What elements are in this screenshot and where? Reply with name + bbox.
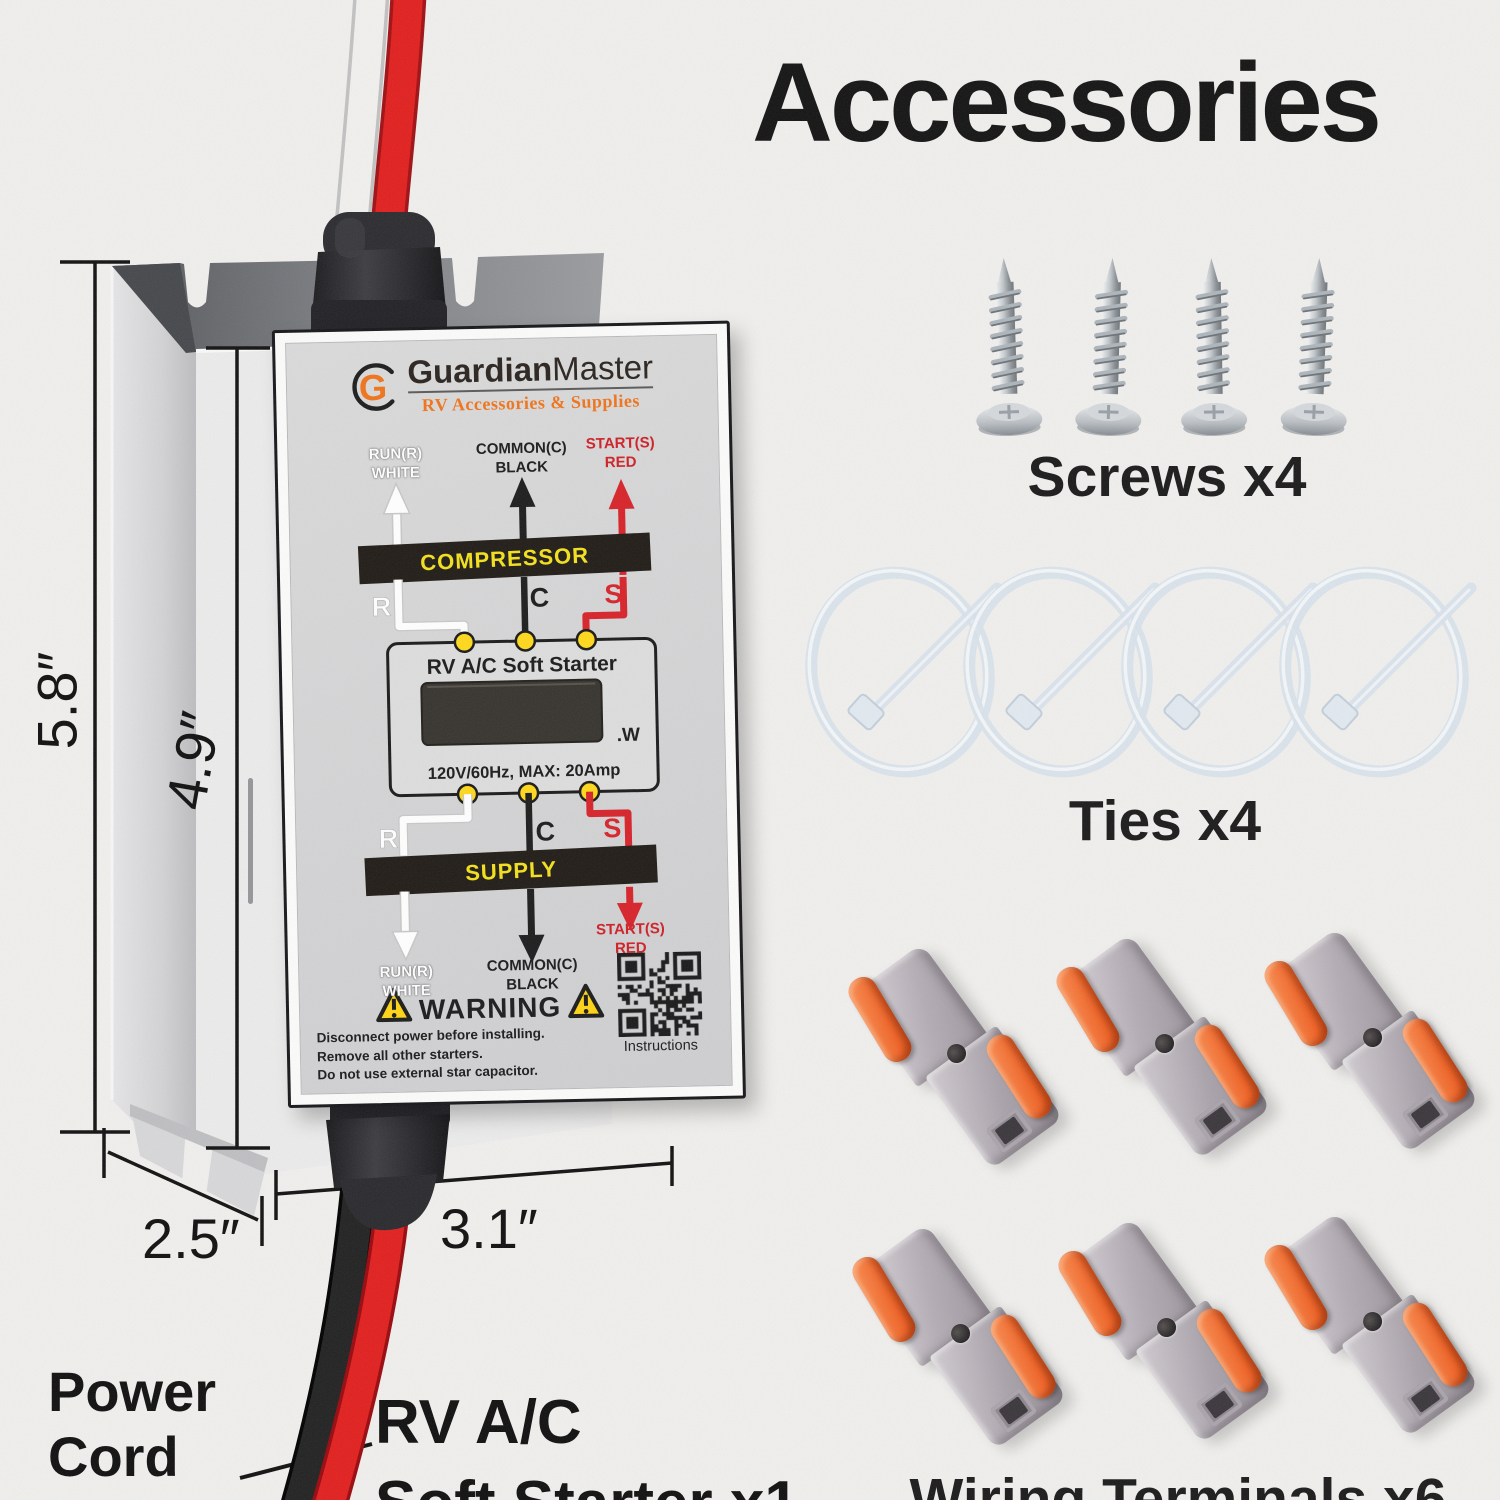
enclosure-seam — [248, 778, 253, 904]
terminal-letter-c-bottom: C — [535, 816, 555, 846]
screw-icon — [1181, 258, 1248, 437]
unit-display — [420, 678, 604, 747]
label-run-white-bottom: RUN(R) WHITE — [379, 962, 434, 1000]
soft-starter-front-panel: COMPRESSOR R C S RV A/C Soft Starter — [271, 320, 746, 1109]
cable-tie-icon — [963, 566, 1161, 778]
ties-group — [805, 566, 1477, 778]
terminal-letter-s-bottom: S — [603, 813, 622, 843]
accessories-heading: Accessories — [752, 40, 1382, 165]
screw-icon — [1280, 258, 1347, 437]
ties-label: Ties x4 — [1068, 789, 1262, 853]
label-common-black-bottom: COMMON(C) BLACK — [486, 955, 578, 994]
dimension-height: 5.8″ — [25, 651, 89, 750]
screw-icon — [1075, 258, 1142, 437]
screw-icon — [976, 258, 1043, 437]
power-cord-callout: Power Cord — [48, 1360, 217, 1488]
guardianmaster-logo-icon: G — [352, 362, 395, 411]
screws-group — [972, 256, 1351, 452]
svg-text:G: G — [358, 366, 387, 408]
cable-tie-icon — [805, 566, 1003, 778]
qr-code — [616, 951, 703, 1038]
terminal-letter-c-top: C — [529, 582, 549, 612]
cable-tie-icon — [1121, 566, 1319, 778]
terminal-letter-r-bottom: R — [378, 824, 398, 854]
brand-name: GuardianMaster — [406, 348, 654, 391]
cable-tie-icon — [1279, 566, 1477, 778]
top-wires — [334, 0, 427, 252]
soft-starter-unit: RV A/C Soft Starter .W 120V/60Hz, MAX: 2… — [386, 636, 660, 798]
warning-text: Disconnect power before installing. Remo… — [316, 1023, 617, 1085]
dimension-depth: 2.5″ — [142, 1207, 240, 1270]
terminal-letter-r-top: R — [372, 592, 392, 622]
unit-title: RV A/C Soft Starter — [427, 652, 618, 679]
brand-logo: G GuardianMaster RV Accessories & Suppli… — [286, 348, 713, 419]
top-cable-gland — [311, 212, 447, 338]
label-run-white-top: RUN(R) WHITE — [368, 445, 423, 482]
dimension-width: 3.1″ — [440, 1197, 538, 1260]
wiring-terminals-label: Wiring Terminals x6 — [909, 1467, 1447, 1500]
label-start-red-top: START(S) RED — [585, 434, 655, 472]
brand-name-light: Master — [551, 348, 654, 388]
product-callout-line1: RV A/C — [375, 1388, 582, 1457]
qr-caption: Instructions — [623, 1037, 699, 1055]
unit-display-unit: .W — [617, 725, 641, 746]
product-label: COMPRESSOR R C S RV A/C Soft Starter — [285, 333, 733, 1095]
screws-label: Screws x4 — [1027, 445, 1307, 509]
white-wire — [337, 0, 386, 247]
product-callout: RV A/C Soft Starter x1 — [375, 1383, 799, 1500]
product-callout-line2: Soft Starter x1 — [375, 1464, 799, 1500]
brand-name-bold: Guardian — [406, 350, 553, 391]
supply-bar-label: SUPPLY — [465, 856, 558, 885]
